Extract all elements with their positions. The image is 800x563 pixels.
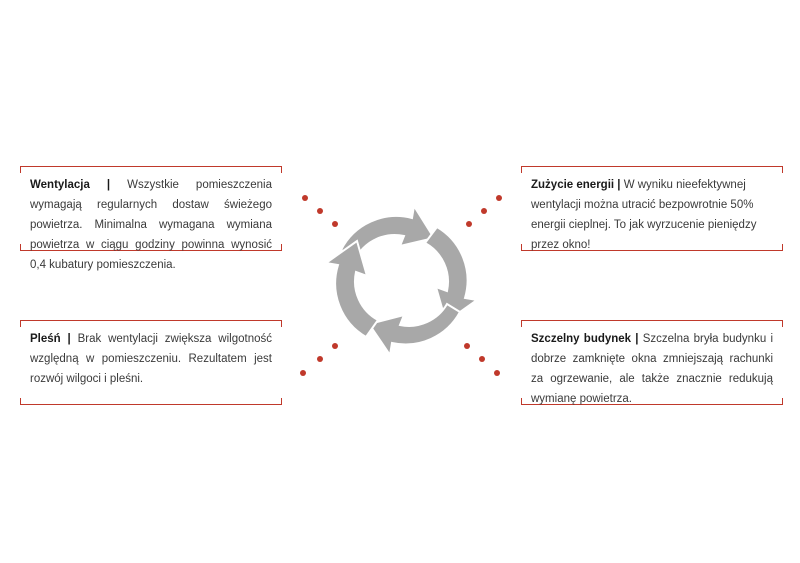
info-box-text: Zużycie energii | W wyniku nieefektywnej… (531, 179, 757, 251)
info-box-title: Pleśń (30, 333, 61, 345)
info-box-text: Pleśń | Brak wentylacji zwiększa wilgotn… (30, 333, 272, 385)
info-box-airtight-building: Szczelny budynek | Szczelna bryła budynk… (521, 320, 783, 405)
info-box-title: Szczelny budynek (531, 333, 632, 345)
info-box-title: Zużycie energii (531, 179, 615, 191)
info-box-text: Wentylacja | Wszystkie pomieszczenia wym… (30, 179, 272, 271)
connector-top-right (466, 195, 502, 227)
cycle-arrows-icon (323, 203, 480, 358)
connector-top-left (302, 195, 338, 227)
connector-bottom-right (464, 343, 500, 376)
info-box-mold: Pleśń | Brak wentylacji zwiększa wilgotn… (20, 320, 282, 405)
info-box-energy-consumption: Zużycie energii | W wyniku nieefektywnej… (521, 166, 783, 251)
info-box-text: Szczelny budynek | Szczelna bryła budynk… (531, 333, 773, 405)
info-box-title: Wentylacja (30, 179, 90, 191)
info-box-ventilation: Wentylacja | Wszystkie pomieszczenia wym… (20, 166, 282, 271)
connector-bottom-left (300, 343, 338, 376)
